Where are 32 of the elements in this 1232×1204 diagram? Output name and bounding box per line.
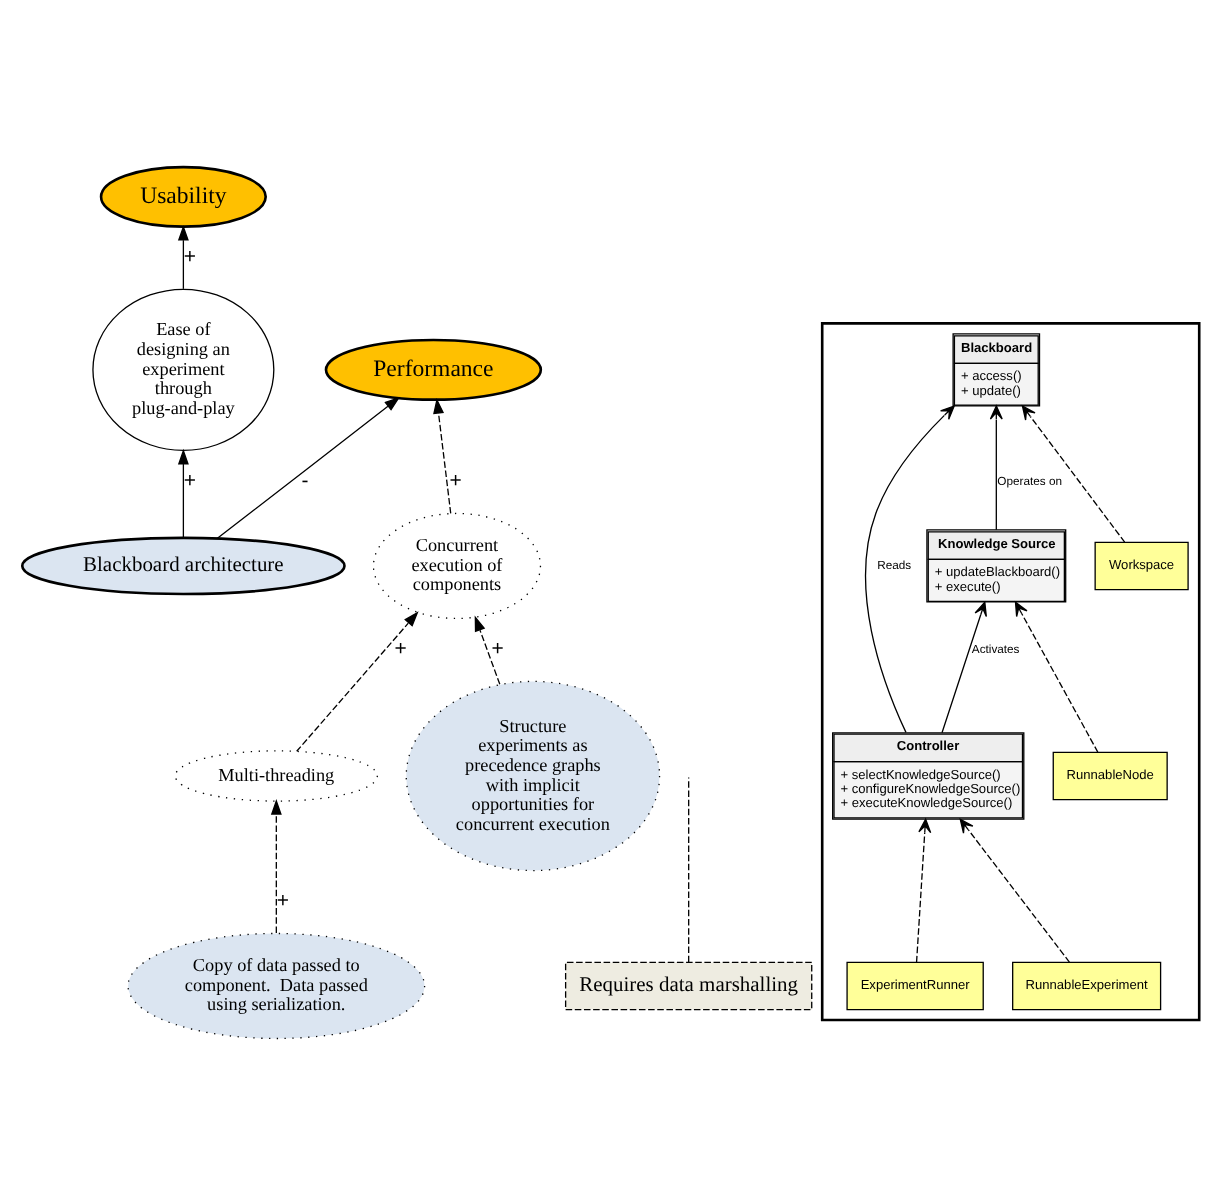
node-ellipse: Blackboard architecture xyxy=(20,535,346,595)
cluster xyxy=(820,321,1201,1021)
arrow xyxy=(915,817,932,962)
node-ellipse: Multi-threading xyxy=(174,749,378,801)
connector xyxy=(688,775,690,962)
arrow xyxy=(1021,404,1126,542)
node-ellipse: Structure experiments as precedence graphs with implicit opportunities for concurrent execution xyxy=(405,679,661,871)
arrow xyxy=(433,396,452,513)
node-ellipse: Performance xyxy=(324,337,543,400)
edge-label: + xyxy=(449,469,462,492)
edge-label: + xyxy=(183,469,197,492)
arrow xyxy=(216,395,401,539)
arrow xyxy=(989,404,1003,530)
arrow xyxy=(177,223,189,289)
arrow xyxy=(270,798,282,933)
edge-label: - xyxy=(301,469,309,492)
node-ellipse: Usability xyxy=(99,164,267,227)
node-ellipse: Copy of data passed to component. Data passed using serialization. xyxy=(127,931,426,1039)
edge-label: + xyxy=(491,638,504,661)
node-ellipse: Ease of designing an experiment through plug-and-play xyxy=(92,287,275,451)
edge-label: + xyxy=(183,245,197,268)
node-ellipse: Concurrent execution of components xyxy=(372,511,542,619)
arrow xyxy=(864,404,955,733)
arrow xyxy=(1014,600,1099,752)
node-box: Requires data marshalling xyxy=(564,960,813,1010)
edge-label: + xyxy=(394,638,407,661)
arrow xyxy=(941,600,987,733)
arrow xyxy=(296,610,419,751)
arrow xyxy=(959,817,1071,962)
edge-label: + xyxy=(276,889,289,912)
arrow xyxy=(474,614,501,684)
arrow xyxy=(177,447,189,538)
